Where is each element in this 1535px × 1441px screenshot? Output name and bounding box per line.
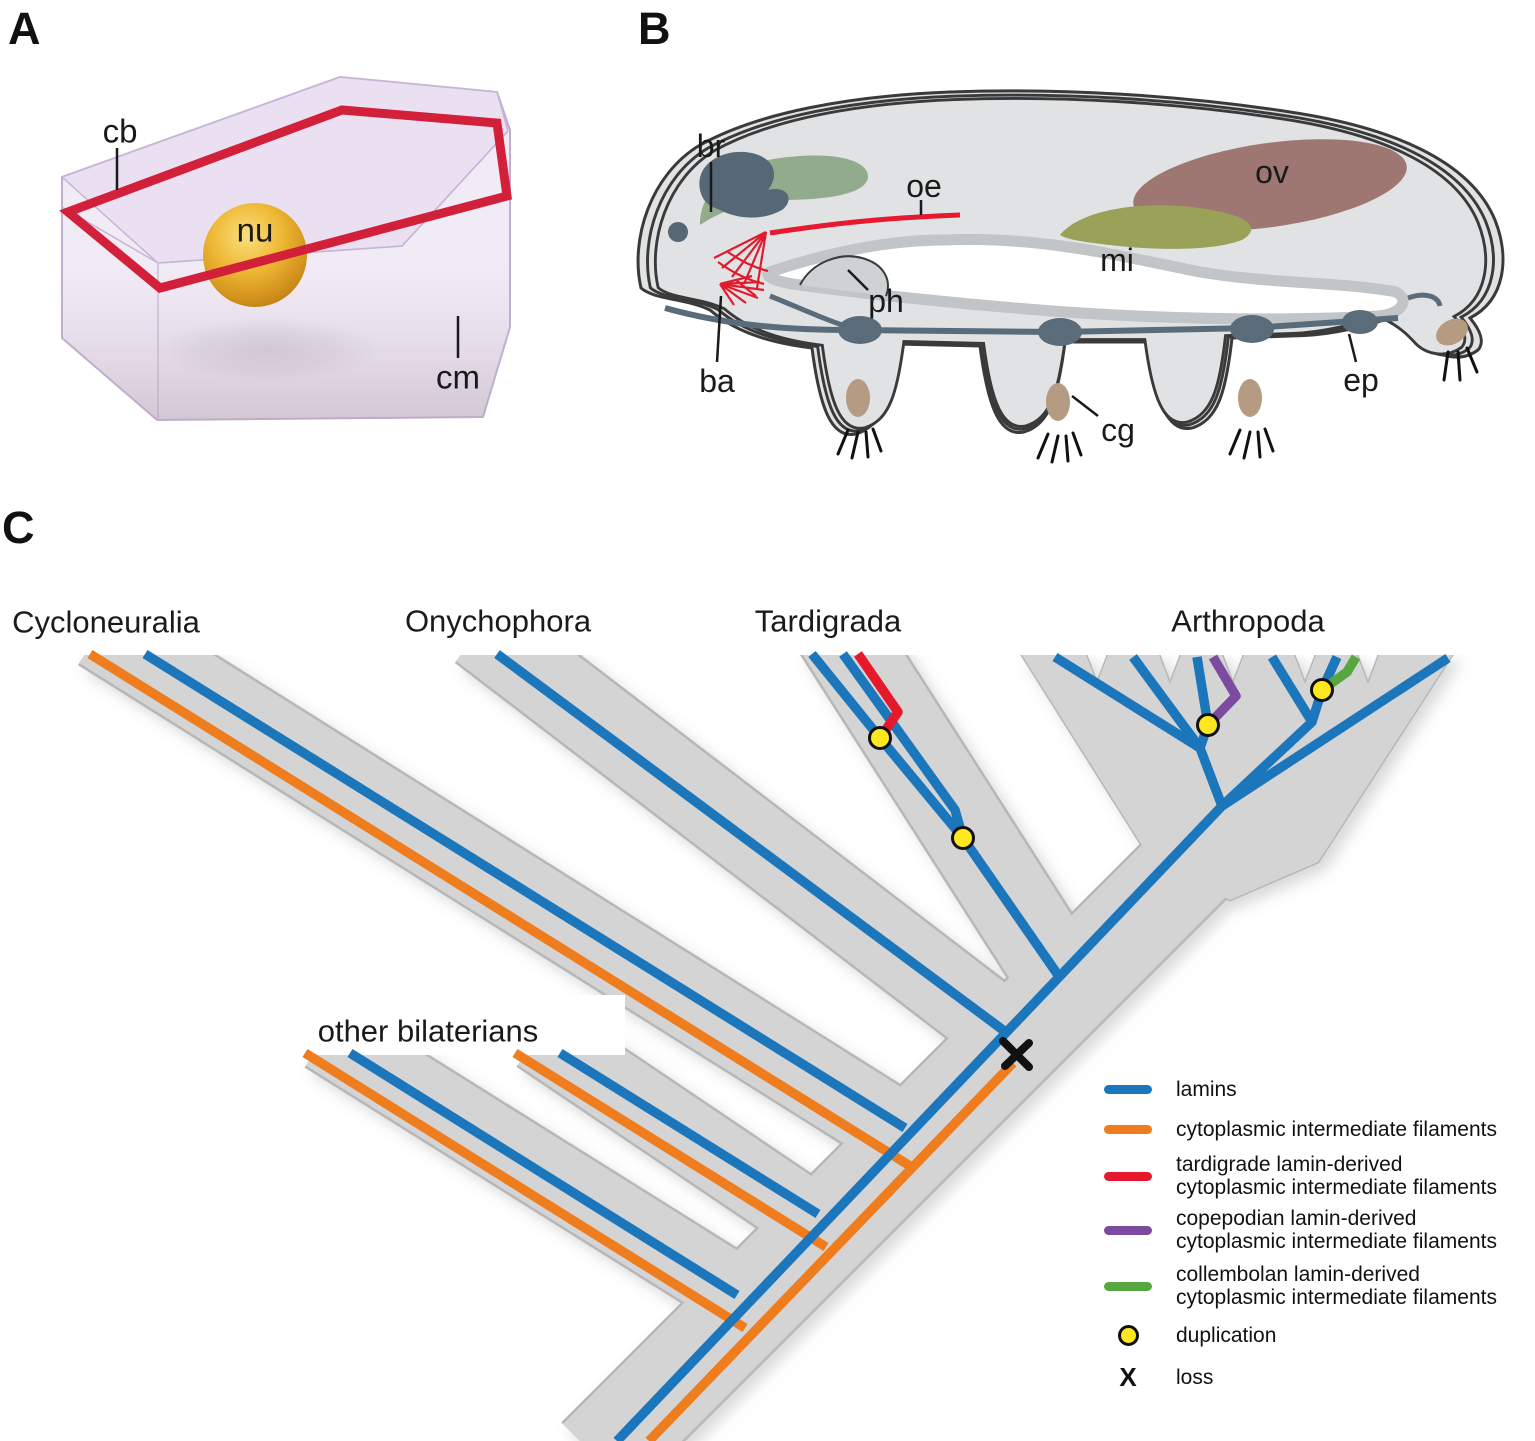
cif-label: cytoplasmic intermediate filaments xyxy=(1176,1117,1497,1141)
duplication-marker xyxy=(951,826,975,850)
brain-lobe xyxy=(668,222,688,242)
label-cm: cm xyxy=(436,358,480,396)
oesophagus-line xyxy=(769,212,961,236)
legend-item-collembolan-cif: collembolan lamin-derived cytoplasmic in… xyxy=(1092,1258,1532,1314)
lamins-swatch xyxy=(1104,1084,1152,1094)
top-cover xyxy=(0,480,1535,655)
cif-swatch xyxy=(1104,1124,1152,1134)
tardigrade-cif-label-line1: tardigrade lamin-derived xyxy=(1176,1153,1403,1176)
tardigrade-cif-swatch xyxy=(1104,1171,1152,1181)
lamins-label: lamins xyxy=(1176,1077,1237,1101)
panel-a-cell-diagram xyxy=(59,75,512,422)
lamin-other-2 xyxy=(557,1048,821,1219)
legend-item-cif: cytoplasmic intermediate filaments xyxy=(1092,1108,1532,1150)
collembolan-cif-label-line2: cytoplasmic intermediate filaments xyxy=(1176,1286,1497,1309)
cif-trunk xyxy=(645,1059,1017,1441)
collembolan-cif-label-line1: collembolan lamin-derived xyxy=(1176,1263,1420,1286)
copepodian-cif-swatch xyxy=(1104,1225,1152,1235)
lamin-other-1 xyxy=(347,1048,740,1300)
buccal-apparatus xyxy=(713,231,769,306)
label-cb: cb xyxy=(102,112,138,150)
loss-marker xyxy=(999,1037,1033,1071)
label-ep: ep xyxy=(1343,362,1379,398)
clade-label-onychophora: Onychophora xyxy=(404,603,592,639)
cif-cycloneuralia xyxy=(87,649,913,1171)
panel-b-tardigrade-diagram xyxy=(636,89,1505,464)
label-mi: mi xyxy=(1100,242,1134,278)
tardigrade-cif-label-line2: cytoplasmic intermediate filaments xyxy=(1176,1176,1497,1199)
lamin-onychophora xyxy=(494,650,1006,1034)
cif-other-1 xyxy=(302,1048,748,1333)
claw-gland xyxy=(846,379,870,417)
duplication-marker xyxy=(1310,678,1334,702)
clade-label-tardigrada: Tardigrada xyxy=(754,603,902,639)
circumferential-band xyxy=(59,105,512,293)
ph-tick xyxy=(847,269,869,291)
duplication-label: duplication xyxy=(1176,1323,1277,1347)
loss-swatch: X xyxy=(1119,1362,1137,1392)
rear-nerve-hook xyxy=(1407,292,1443,307)
label-ov: ov xyxy=(1255,154,1289,190)
panel-a-letter: A xyxy=(8,3,41,54)
cif-other-2 xyxy=(512,1048,829,1252)
ganglion xyxy=(838,316,882,344)
label-nu: nu xyxy=(236,211,274,249)
legend-item-lamins: lamins xyxy=(1092,1070,1532,1108)
copepodian-cif-label-line2: cytoplasmic intermediate filaments xyxy=(1176,1230,1497,1253)
ep-tick xyxy=(1347,333,1358,363)
legend: lamins cytoplasmic intermediate filament… xyxy=(1092,1070,1532,1398)
panel-a-label-ticks xyxy=(115,148,460,358)
claw-gland xyxy=(1046,383,1070,421)
ganglion xyxy=(1342,310,1378,334)
legend-item-tardigrade-cif: tardigrade lamin-derived cytoplasmic int… xyxy=(1092,1150,1532,1202)
label-ph: ph xyxy=(868,283,904,319)
clade-label-cycloneuralia: Cycloneuralia xyxy=(12,604,200,640)
claw-gland xyxy=(1238,379,1262,417)
copepodian-cif-label-line1: copepodian lamin-derived xyxy=(1176,1207,1417,1230)
label-ba: ba xyxy=(699,363,735,399)
ganglion xyxy=(1038,318,1082,346)
claws xyxy=(836,346,1479,464)
cg-tick xyxy=(1071,395,1099,417)
other-bilaterians-cover xyxy=(245,995,625,1055)
duplication-marker xyxy=(868,726,892,750)
claw-gland xyxy=(1436,318,1468,346)
legend-item-loss: X loss xyxy=(1092,1356,1532,1398)
brain xyxy=(699,151,789,218)
duplication-swatch xyxy=(1117,1324,1139,1346)
clade-label-other-bilaterians: other bilaterians xyxy=(317,1013,539,1049)
duplication-marker xyxy=(1196,713,1220,737)
ba-tick xyxy=(715,295,723,363)
panel-b-label-ticks xyxy=(709,162,1358,417)
collembolan-cif-swatch xyxy=(1104,1281,1152,1291)
label-oe: oe xyxy=(906,168,942,204)
gene-lines xyxy=(87,649,1451,1441)
legend-item-duplication: duplication xyxy=(1092,1314,1532,1356)
duplication-markers xyxy=(868,678,1334,850)
gut-olive xyxy=(1060,205,1252,249)
panel-c-tree xyxy=(0,480,1535,1441)
pharynx xyxy=(799,255,889,297)
lamin-cycloneuralia xyxy=(142,649,908,1133)
panel-b-letter: B xyxy=(638,3,671,54)
cif-lines xyxy=(87,649,1017,1441)
panel-c-letter: C xyxy=(2,502,35,553)
loss-label: loss xyxy=(1176,1365,1214,1389)
copepodian-cif-line xyxy=(1204,654,1241,729)
ganglion xyxy=(1230,315,1274,343)
ovary xyxy=(1133,139,1407,231)
clade-label-arthropoda: Arthropoda xyxy=(1171,603,1325,639)
label-cg: cg xyxy=(1101,412,1135,448)
nucleus-sphere xyxy=(203,203,307,307)
label-br: br xyxy=(696,128,726,164)
lamin-lines xyxy=(142,649,1451,1441)
legend-item-copepodian-cif: copepodian lamin-derived cytoplasmic int… xyxy=(1092,1202,1532,1258)
